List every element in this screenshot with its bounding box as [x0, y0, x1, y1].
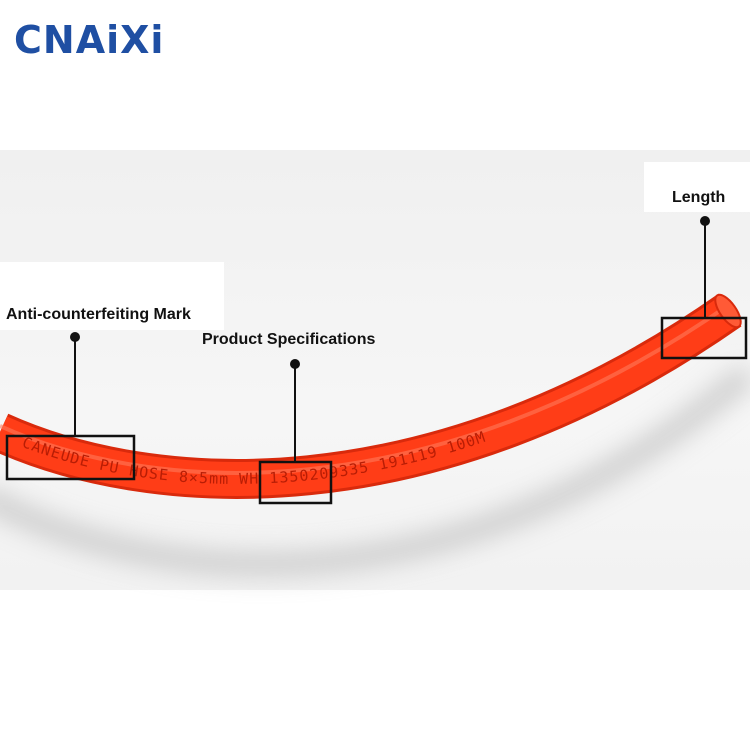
anti-leader-dot	[70, 332, 80, 342]
anti-counterfeiting-label: Anti-counterfeiting Mark	[6, 306, 191, 323]
specifications-leader-dot	[290, 359, 300, 369]
anti-label-panel	[0, 262, 224, 330]
specifications-label: Product Specifications	[202, 331, 376, 348]
length-leader-dot	[700, 216, 710, 226]
length-label: Length	[672, 189, 726, 206]
hose-highlight	[0, 302, 732, 475]
brand-logo: CNAiXi	[14, 18, 165, 62]
length-label-panel	[644, 162, 750, 212]
anti-counterfeiting-box	[5, 434, 136, 481]
hose-shadow	[0, 367, 750, 578]
